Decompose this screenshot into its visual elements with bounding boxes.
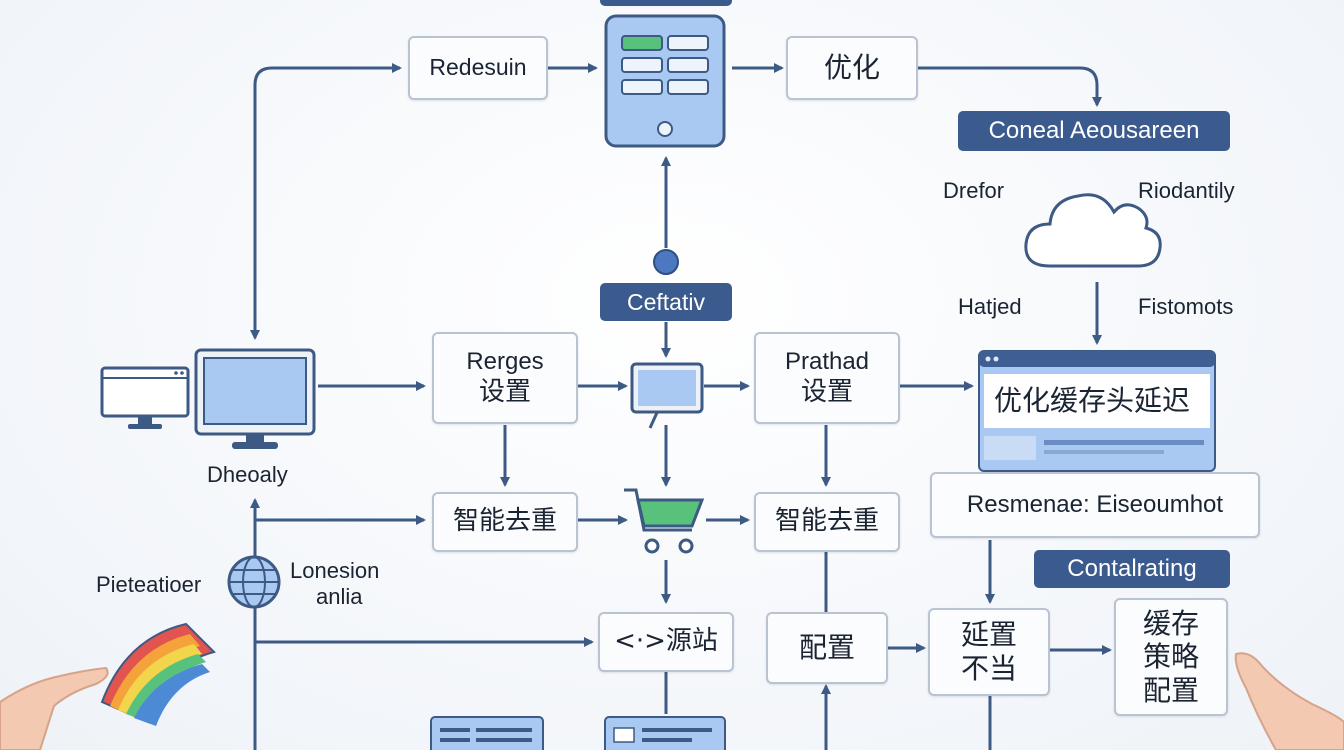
- redesign-label: Redesuin: [429, 54, 527, 81]
- config-node[interactable]: 配置: [766, 612, 888, 684]
- connector-optimize-to-pill: [918, 66, 1102, 107]
- delay-line-2: 不当: [960, 652, 1017, 685]
- top-pill-fragment: [600, 0, 732, 6]
- strategy-line-1: 缓存: [1142, 606, 1199, 640]
- regex-sub: 设置: [478, 376, 531, 407]
- cloud-bottom-right-label: Fistomots: [1138, 294, 1234, 319]
- cloud-icon: [1020, 178, 1166, 278]
- globe-left-label: Pieteatioer: [96, 572, 202, 597]
- config-label: 配置: [798, 631, 855, 665]
- optimize-node[interactable]: 优化: [786, 36, 918, 100]
- redesign-node[interactable]: Redesuin: [408, 36, 548, 100]
- delay-line-1: 延置: [960, 618, 1017, 652]
- display-label: Dheoaly: [207, 462, 288, 487]
- prathad-title: Prathad: [784, 348, 870, 375]
- dedupe-left-node[interactable]: 智能去重: [432, 492, 578, 552]
- right-hand-icon: [1228, 648, 1344, 750]
- globe-icon: [226, 554, 282, 610]
- top-right-pill-label: Coneal Aeousareen: [988, 117, 1200, 144]
- cloud-left-label: Drefor: [943, 178, 1005, 203]
- connector-left-up-to-redesign: [253, 63, 402, 335]
- mobile-app-icon[interactable]: [604, 14, 726, 148]
- browser-window[interactable]: [978, 350, 1216, 472]
- window-title: 优化缓存头延迟: [994, 384, 1191, 417]
- right-pill-label: Contalrating: [1067, 555, 1197, 582]
- junction-dot: [653, 249, 679, 275]
- origin-label: <·>源站: [614, 626, 718, 657]
- tablet-icon[interactable]: [630, 362, 704, 414]
- cloud-bottom-left-label: Hatjed: [958, 294, 1022, 319]
- globe-right-label-2: anlia: [316, 584, 363, 609]
- response-node[interactable]: Resmenae: Eiseoumhot: [930, 472, 1260, 538]
- regex-title: Rerges: [466, 348, 544, 375]
- center-pill: Ceftativ: [600, 283, 732, 321]
- top-right-pill: Coneal Aeousareen: [958, 111, 1230, 151]
- desktop-monitor-icon[interactable]: [194, 348, 316, 452]
- shopping-cart-icon[interactable]: [622, 484, 706, 558]
- right-pill: Contalrating: [1034, 550, 1230, 588]
- small-monitor-icon: [100, 366, 190, 432]
- strategy-line-3: 配置: [1142, 673, 1199, 707]
- delay-node[interactable]: 延置 不当: [928, 608, 1050, 696]
- regex-settings-node[interactable]: Rerges 设置: [432, 332, 578, 424]
- origin-node[interactable]: <·>源站: [598, 612, 734, 672]
- strategy-line-2: 策略: [1142, 640, 1199, 674]
- strategy-node[interactable]: 缓存 策略 配置: [1114, 598, 1228, 716]
- dedupe-right-node[interactable]: 智能去重: [754, 492, 900, 552]
- dedupe-left-label: 智能去重: [452, 506, 557, 537]
- bottom-window-left: [430, 716, 544, 750]
- dedupe-right-label: 智能去重: [774, 506, 879, 537]
- response-label: Resmenae: Eiseoumhot: [966, 490, 1224, 518]
- center-pill-label: Ceftativ: [627, 288, 705, 315]
- bottom-window-center: [604, 716, 726, 750]
- prathad-settings-node[interactable]: Prathad 设置: [754, 332, 900, 424]
- cloud-right-label: Riodantily: [1138, 178, 1235, 203]
- globe-right-label-1: Lonesion: [290, 558, 380, 583]
- optimize-label: 优化: [823, 51, 880, 85]
- rainbow-icon: [96, 618, 220, 728]
- left-hand-icon: [0, 662, 112, 750]
- prathad-sub: 设置: [800, 376, 853, 407]
